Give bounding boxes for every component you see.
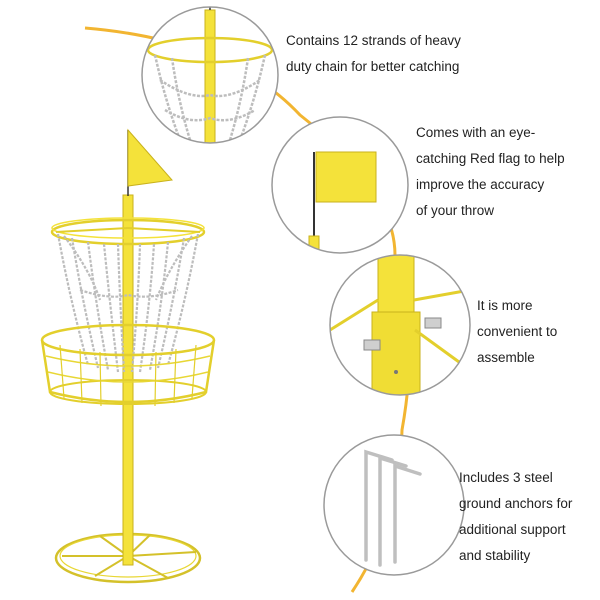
feature-line: and stability xyxy=(459,548,531,563)
feature-line: Includes 3 steel xyxy=(459,470,553,485)
feature-text-chains: Contains 12 strands of heavy duty chain … xyxy=(286,28,461,80)
chain-closeup-icon xyxy=(141,6,279,144)
feature-line: Contains 12 strands of heavy xyxy=(286,33,461,48)
feature-line: catching Red flag to help xyxy=(416,151,565,166)
feature-line: additional support xyxy=(459,522,566,537)
feature-line: duty chain for better catching xyxy=(286,59,460,74)
ground-anchor-icon xyxy=(323,434,465,576)
feature-line: ground anchors for xyxy=(459,496,573,511)
feature-line: of your throw xyxy=(416,203,495,218)
feature-line: Comes with an eye- xyxy=(416,125,536,140)
feature-text-assembly: It is more convenient to assemble xyxy=(477,293,557,371)
feature-line: It is more xyxy=(477,298,533,313)
disc-golf-basket-icon xyxy=(40,128,216,584)
flag-closeup-icon xyxy=(271,116,409,254)
feature-line: improve the accuracy xyxy=(416,177,545,192)
feature-line: assemble xyxy=(477,350,535,365)
feature-text-flag: Comes with an eye- catching Red flag to … xyxy=(416,120,565,224)
feature-line: convenient to xyxy=(477,324,558,339)
pole-joint-closeup-icon xyxy=(329,254,471,396)
feature-text-anchors: Includes 3 steel ground anchors for addi… xyxy=(459,465,572,569)
